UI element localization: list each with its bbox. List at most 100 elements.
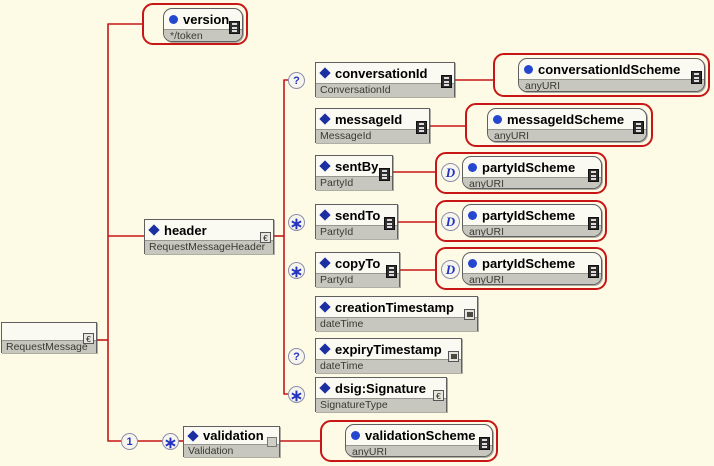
connector [283,79,288,395]
node-type: MessageId [316,129,429,143]
node-creationtimestamp[interactable]: creationTimestamp dateTime [315,296,478,331]
element-icon [319,382,331,394]
node-validationscheme[interactable]: validationScheme anyURI [345,424,493,457]
icon-line [232,26,237,29]
node-partyidscheme-copyto[interactable]: partyIdScheme anyURI [462,252,602,285]
icon-line [419,126,424,129]
attributes-list-icon [386,265,397,278]
attributes-list-icon [479,437,490,450]
node-title-row: messageId [316,109,429,134]
icon-line [636,126,641,129]
icon-dot [450,354,457,359]
element-icon [319,257,331,269]
node-label: messageIdScheme [507,111,625,127]
attributes-list-icon [379,168,390,181]
attr-group-validationScheme [320,420,498,462]
content-model-icon[interactable] [83,333,94,344]
icon-line [636,129,641,132]
attributes-list-icon [588,169,599,182]
content-model-icon[interactable] [260,232,271,243]
plain-icon [267,437,277,447]
element-icon [187,429,199,442]
node-title-row: header [145,220,273,243]
node-label: dsig:Signature [335,380,427,396]
attribute-icon [493,114,502,124]
attr-group-version [142,3,248,45]
node-title-row: messageIdScheme [488,109,646,134]
node-title-row: sentBy [316,156,392,181]
node-conversationid[interactable]: conversationId ConversationId [315,62,455,97]
icon-line [444,83,449,86]
node-title-row: conversationId [316,63,454,88]
node-label: conversationIdScheme [538,61,681,77]
derived-badge: D [441,260,460,279]
node-copyto[interactable]: copyTo PartyId [315,252,400,287]
facets-icon [464,309,475,320]
node-title-row: partyIdScheme [463,253,601,278]
icon-line [482,445,487,448]
node-title-row: sendTo [316,205,397,230]
icon-line [444,77,449,80]
node-dsig-signature[interactable]: dsig:Signature SignatureType [315,377,447,412]
icon-line [694,76,699,79]
node-type: anyURI [488,129,646,141]
icon-line [382,176,387,179]
node-header[interactable]: header RequestMessageHeader [144,219,274,254]
icon-line [591,273,596,276]
icon-line [389,270,394,273]
node-title-row: partyIdScheme [463,205,601,230]
one-badge: 1 [121,433,138,450]
icon-line [482,442,487,445]
element-icon [319,343,331,355]
node-label: sentBy [335,158,379,174]
node-label: partyIdScheme [482,255,576,271]
node-type: dateTime [316,359,461,373]
node-type: */token [164,29,242,41]
icon-line [382,170,387,173]
node-label: conversationId [335,65,428,81]
node-partyidscheme-sentby[interactable]: partyIdScheme anyURI [462,156,602,189]
node-validation[interactable]: validation Validation [183,426,280,457]
optional-badge: ? [288,348,305,365]
node-type: anyURI [463,273,601,284]
node-type: RequestMessage [2,340,96,353]
node-messageid[interactable]: messageId MessageId [315,108,430,143]
repeat-badge: ∗ [288,386,305,405]
node-type: ConversationId [316,83,454,97]
icon-line [694,73,699,76]
icon-line [387,219,392,222]
node-conversationidscheme[interactable]: conversationIdScheme anyURI [518,58,705,92]
node-label: copyTo [335,255,381,271]
node-title-row: validationScheme [346,425,492,450]
node-messageidscheme[interactable]: messageIdScheme anyURI [487,108,647,142]
node-type: PartyId [316,176,392,190]
attributes-list-icon [633,121,644,134]
node-label: expiryTimestamp [335,341,442,357]
node-partyidscheme-sendto[interactable]: partyIdScheme anyURI [462,204,602,237]
node-type: dateTime [316,317,477,331]
attr-group-partyIdScheme-sentBy [435,152,607,194]
node-title-row: copyTo [316,253,399,278]
attributes-list-icon [441,75,452,88]
attribute-icon [468,258,477,268]
node-expirytimestamp[interactable]: expiryTimestamp dateTime [315,338,462,373]
icon-line [694,79,699,82]
node-requestmessage[interactable]: RequestMessage [1,322,97,353]
icon-line [591,225,596,228]
optional-badge: ? [288,72,305,89]
node-type: Validation [184,444,279,457]
attributes-list-icon [588,265,599,278]
node-version[interactable]: version */token [163,8,243,42]
element-icon [319,113,331,125]
node-sendto[interactable]: sendTo PartyId [315,204,398,239]
icon-line [591,171,596,174]
icon-line [591,219,596,222]
attribute-icon [468,210,477,220]
node-title-row: validation [184,427,279,447]
node-title-row: partyIdScheme [463,157,601,182]
node-title-row: dsig:Signature [316,378,446,401]
attributes-list-icon [229,21,240,34]
node-sentby[interactable]: sentBy PartyId [315,155,393,190]
content-model-icon[interactable] [433,390,444,401]
